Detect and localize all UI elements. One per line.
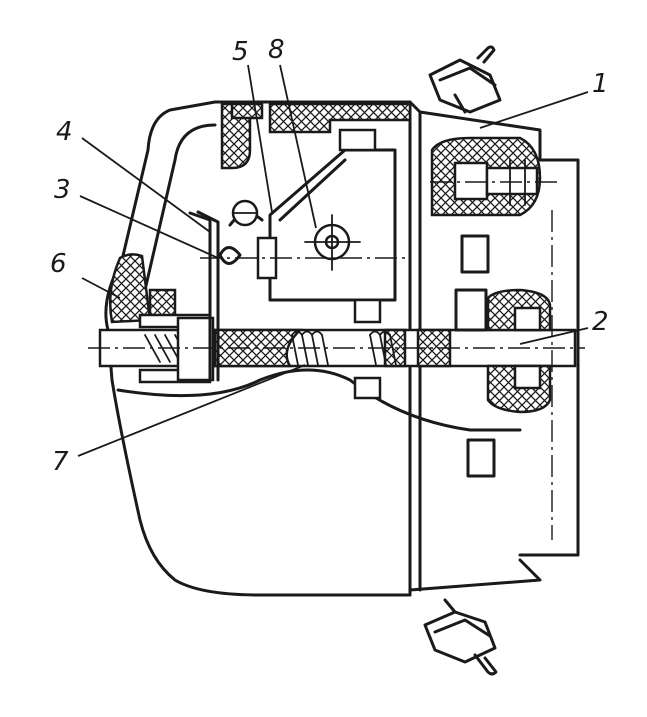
label-8: 8 [268, 35, 285, 65]
bottom-screw-terminal [423, 598, 498, 676]
top-screw-terminal [428, 45, 502, 114]
label-2: 2 [592, 307, 609, 337]
center-lines [88, 181, 585, 540]
left-bushing [108, 253, 177, 324]
upper-insulator [220, 102, 412, 170]
contact-insulator [430, 136, 542, 217]
terminal-slots [454, 234, 496, 478]
label-1: 1 [592, 69, 609, 99]
label-5: 5 [232, 37, 249, 67]
label-7: 7 [52, 447, 69, 477]
leader-lines [77, 64, 589, 457]
label-4: 4 [56, 117, 73, 147]
label-3: 3 [54, 175, 71, 205]
contact-lever [188, 210, 220, 382]
label-6: 6 [50, 249, 67, 279]
return-spring [291, 330, 397, 366]
movable-contact-assembly [218, 128, 397, 400]
shaft-bearing-ring [486, 288, 552, 414]
